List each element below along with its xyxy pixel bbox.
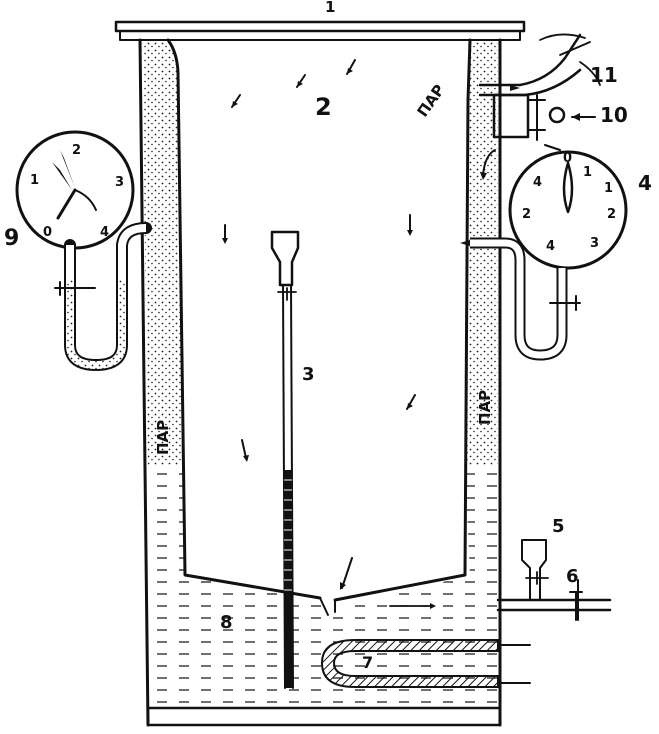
label-lid: 1 xyxy=(325,0,335,16)
label-funnel: 5 xyxy=(552,516,565,537)
gauge-right-mark: 4 xyxy=(533,175,542,190)
gauge-left-mark: 3 xyxy=(115,175,124,190)
steam-outlet xyxy=(478,33,601,180)
steam-label-right: ПАР xyxy=(476,390,494,425)
gauge-right-mark: 2 xyxy=(522,207,531,222)
gauge-left-mark: 0 xyxy=(43,225,52,240)
gauge-right-mark: 4 xyxy=(546,239,555,254)
drain-flow-arrow xyxy=(389,603,436,609)
label-heater: 7 xyxy=(362,653,373,672)
flow-arrows xyxy=(222,59,416,590)
gauge-right-mark: 0 xyxy=(563,151,572,166)
label-water: 8 xyxy=(220,612,233,633)
gauge-right-mark: 1 xyxy=(604,181,613,196)
gauge-right-mark: 2 xyxy=(607,207,616,222)
inner-chamber xyxy=(166,38,472,616)
gauge-right-mark: 3 xyxy=(590,236,599,251)
gauge-right-marks: 0 1 2 2 3 4 4 1 xyxy=(522,151,616,254)
u-tube-left xyxy=(54,222,152,371)
steam-label-left: ПАР xyxy=(154,420,172,455)
label-chamber: 2 xyxy=(315,93,332,121)
label-fitting: 10 xyxy=(600,103,628,127)
u-tube-right xyxy=(460,237,581,361)
gauge-left-mark: 1 xyxy=(30,173,39,188)
gauge-right-mark: 1 xyxy=(583,165,592,180)
label-thermometer: 3 xyxy=(302,364,315,385)
steam-labels: ПАР ПАР ПАР xyxy=(154,81,494,455)
label-valve: 6 xyxy=(566,566,579,587)
pressure-gauge-right xyxy=(508,150,628,270)
drain-pipe xyxy=(496,579,612,621)
funnel xyxy=(521,539,549,601)
steam-label-top: ПАР xyxy=(414,81,449,120)
gauge-left-mark: 2 xyxy=(72,143,81,158)
heater-coil xyxy=(320,639,531,688)
steam-jacket xyxy=(142,40,498,465)
label-gauge-left: 9 xyxy=(4,226,19,251)
lid xyxy=(114,20,526,41)
label-gauge-right: 4 xyxy=(638,171,652,195)
thermometer xyxy=(270,230,300,689)
callouts: 1 2 3 4 5 6 7 8 9 10 11 xyxy=(4,0,652,672)
gauge-left-mark: 4 xyxy=(100,225,109,240)
label-outlet: 11 xyxy=(590,63,618,87)
gauge-left-marks: 0 1 2 3 4 xyxy=(30,143,124,240)
